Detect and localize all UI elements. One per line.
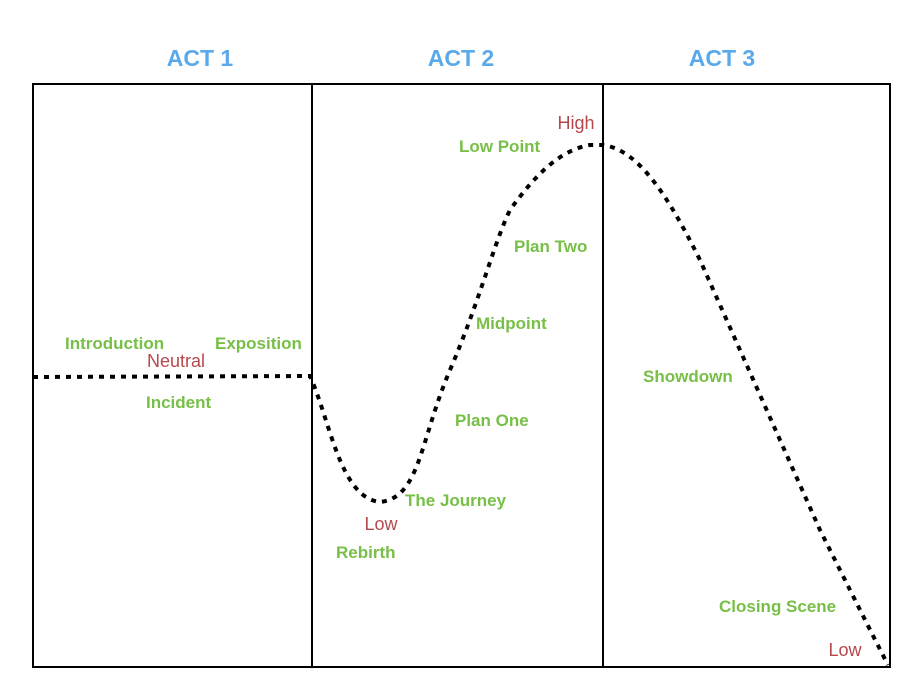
beat-introduction: Introduction — [65, 334, 164, 353]
beat-low-point: Low Point — [459, 137, 541, 156]
level-low-label: Low — [364, 514, 398, 534]
story-curve — [32, 143, 890, 666]
act-1-title: ACT 1 — [167, 45, 234, 71]
beat-incident: Incident — [146, 393, 212, 412]
beat-the-journey: The Journey — [405, 491, 507, 510]
level-neutral-label: Neutral — [147, 351, 205, 371]
beat-midpoint: Midpoint — [476, 314, 547, 333]
diagram-frame — [32, 83, 891, 668]
beat-closing-scene: Closing Scene — [719, 597, 836, 616]
level-low-end-label: Low — [828, 640, 862, 660]
beat-exposition: Exposition — [215, 334, 302, 353]
beat-showdown: Showdown — [643, 367, 733, 386]
act-2-title: ACT 2 — [428, 45, 494, 71]
level-high-label: High — [557, 113, 594, 133]
beat-plan-one: Plan One — [455, 411, 529, 430]
act-3-title: ACT 3 — [689, 45, 755, 71]
beat-rebirth: Rebirth — [336, 543, 396, 562]
beat-plan-two: Plan Two — [514, 237, 587, 256]
